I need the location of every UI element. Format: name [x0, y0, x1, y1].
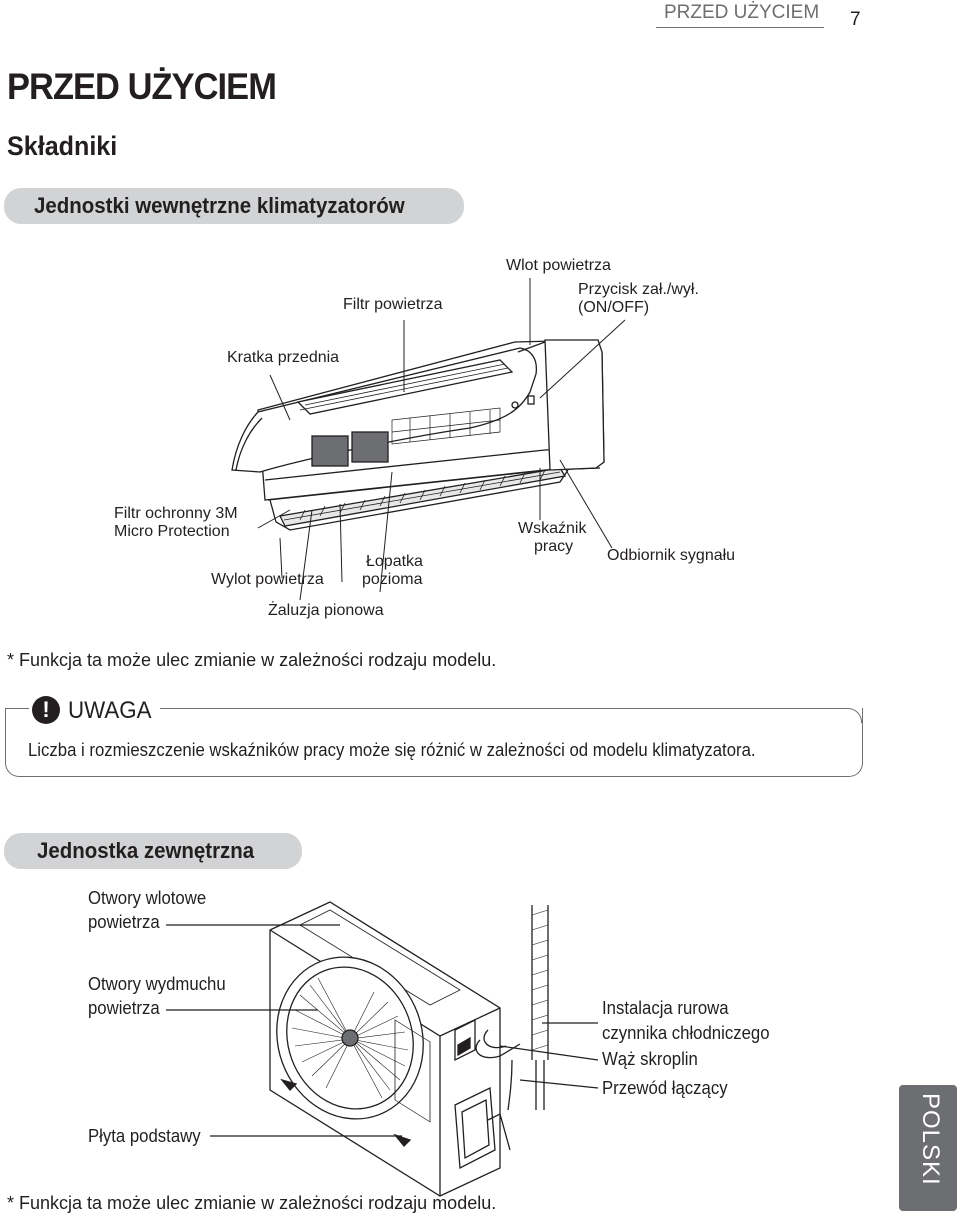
language-tab: POLSKI	[899, 1085, 957, 1211]
label-indicator-2: pracy	[534, 538, 574, 555]
label-air-inlet: Wlot powietrza	[506, 257, 611, 274]
language-tab-label: POLSKI	[917, 1093, 944, 1186]
outdoor-footnote: * Funkcja ta może ulec zmianie w zależno…	[7, 1193, 497, 1213]
label-micro-filter-2: Micro Protection	[114, 523, 230, 540]
page-number: 7	[850, 9, 861, 30]
label-flap-1: Łopatka	[366, 553, 423, 570]
label-flap-2: pozioma	[362, 571, 423, 588]
label-onoff-button-2: (ON/OFF)	[578, 299, 650, 316]
label-onoff-button-1: Przycisk zał./wył.	[578, 281, 699, 298]
label-outlet-1: Otwory wydmuchu	[88, 974, 226, 994]
label-air-filter: Filtr powietrza	[343, 296, 443, 313]
label-signal-receiver: Odbiornik sygnału	[607, 547, 736, 564]
label-indicator-1: Wskaźnik	[518, 520, 587, 537]
outdoor-heading: Jednostka zewnętrzna	[37, 838, 255, 863]
indoor-heading: Jednostki wewnętrzne klimatyzatorów	[34, 193, 405, 218]
caution-title: UWAGA	[68, 697, 152, 724]
outdoor-heading-pill: Jednostka zewnętrzna	[4, 833, 302, 869]
label-inlet-1: Otwory wlotowe	[88, 888, 207, 908]
label-inlet-2: powietrza	[88, 912, 160, 932]
caution-text: Liczba i rozmieszczenie wskaźników pracy…	[28, 740, 756, 760]
header-rule	[656, 27, 824, 28]
caution-box	[5, 708, 863, 777]
running-header: PRZED UŻYCIEM	[664, 2, 820, 23]
label-air-outlet: Wylot powietrza	[211, 571, 324, 588]
label-piping-1: Instalacja rurowa	[602, 998, 729, 1018]
indoor-footnote: * Funkcja ta może ulec zmianie w zależno…	[7, 650, 497, 670]
label-front-grille: Kratka przednia	[227, 349, 340, 366]
caution-border-left	[5, 708, 29, 709]
caution-border-right	[160, 708, 848, 709]
label-drain-hose: Wąż skroplin	[602, 1049, 698, 1069]
label-vertical-louver: Żaluzja pionowa	[268, 602, 384, 619]
label-base-plate: Płyta podstawy	[88, 1126, 201, 1146]
label-connecting-cable: Przewód łączący	[602, 1078, 728, 1098]
section-subtitle: Składniki	[7, 131, 118, 161]
label-outlet-2: powietrza	[88, 998, 160, 1018]
label-micro-filter-1: Filtr ochronny 3M	[114, 505, 238, 522]
exclamation-icon: !	[32, 696, 60, 724]
label-piping-2: czynnika chłodniczego	[602, 1023, 770, 1043]
page-title: PRZED UŻYCIEM	[7, 66, 277, 107]
indoor-heading-pill: Jednostki wewnętrzne klimatyzatorów	[4, 188, 464, 224]
